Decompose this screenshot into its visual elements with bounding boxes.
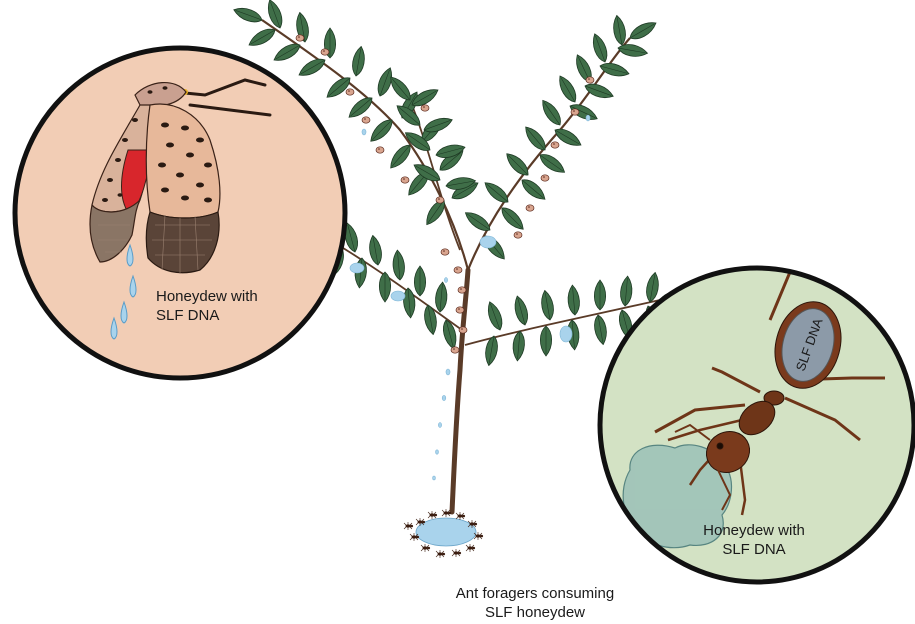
ant-honeydew-label: Honeydew with SLF DNA <box>692 521 816 559</box>
slf-honeydew-label: Honeydew with SLF DNA <box>156 287 258 325</box>
leaflets-upper-right <box>462 14 659 262</box>
ant-foragers-caption-line2: SLF honeydew <box>440 603 630 622</box>
ant-foragers-caption: Ant foragers consuming SLF honeydew <box>440 584 630 622</box>
ant-foragers-caption-line1: Ant foragers consuming <box>440 584 630 603</box>
slf-honeydew-label-line2: SLF DNA <box>156 306 258 325</box>
slf-honeydew-label-line1: Honeydew with <box>156 287 258 306</box>
ant-foragers-cluster <box>404 509 483 558</box>
ant-honeydew-label-line1: Honeydew with <box>692 521 816 540</box>
slf-magnified-circle <box>15 48 345 378</box>
plant-stem <box>452 270 468 512</box>
ant-honeydew-label-line2: SLF DNA <box>692 540 816 559</box>
